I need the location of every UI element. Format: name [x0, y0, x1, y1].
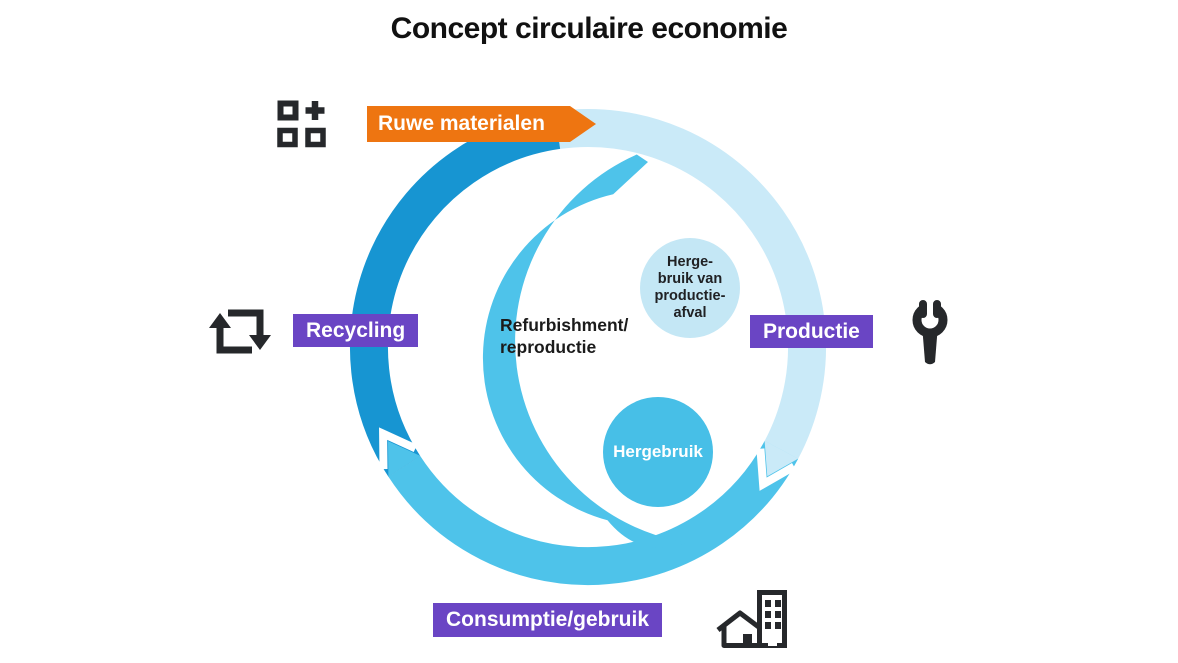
pw-line2: bruik van [657, 271, 723, 287]
raw-materials-banner: Ruwe materialen [367, 106, 596, 142]
wrench-icon [912, 300, 948, 365]
pw-line4: afval [673, 305, 707, 321]
arc-consumption-mid [388, 440, 799, 586]
refurbishment-line1: Refurbishment/ [500, 315, 629, 335]
reuse-circle-text: Hergebruik [613, 442, 703, 461]
production-label-text: Productie [763, 320, 860, 343]
arrow-notch-white-2 [379, 427, 418, 470]
recycling-label: Recycling [293, 314, 419, 347]
production-waste-reuse-circle: Herge- bruik van productie- afval [640, 238, 740, 338]
refurbishment-line2: reproductie [500, 337, 597, 357]
pw-line3: productie- [654, 288, 726, 304]
raw-materials-icon [277, 100, 326, 148]
arrowhead-pale-to-mid [764, 440, 799, 477]
reuse-circle: Hergebruik [603, 397, 713, 507]
consumption-label-text: Consumptie/gebruik [446, 608, 650, 631]
arrow-notch-white-1 [756, 448, 796, 491]
arc-recycling-dark [349, 111, 561, 477]
buildings-icon [716, 590, 787, 648]
arc-production-pale [554, 109, 827, 459]
refurbishment-text: Refurbishment/ reproductie [500, 314, 628, 358]
production-label: Productie [750, 315, 873, 348]
recycling-label-text: Recycling [306, 319, 406, 342]
arrowhead-mid-to-dark [388, 441, 421, 477]
pw-line1: Herge- [667, 254, 713, 270]
recycle-arrows-icon [209, 309, 271, 354]
raw-materials-label: Ruwe materialen [378, 112, 545, 135]
page-title: Concept circulaire economie [390, 12, 788, 45]
consumption-label: Consumptie/gebruik [433, 603, 663, 637]
arc-refurbishment-swoosh [482, 154, 687, 548]
